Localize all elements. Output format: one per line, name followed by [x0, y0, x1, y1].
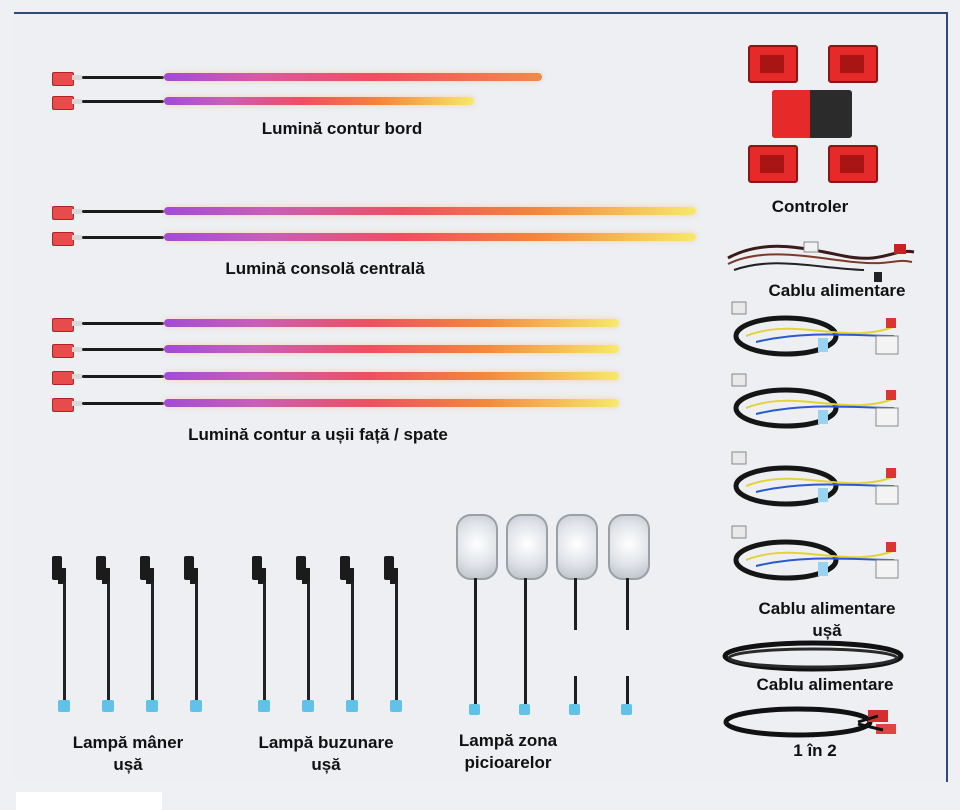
controller-icon	[748, 145, 798, 183]
led-strip-icon	[164, 372, 619, 380]
foot-lamp-icon	[506, 514, 548, 580]
corner-tab	[16, 792, 162, 810]
dash-strip-2	[52, 92, 482, 112]
product-panel	[14, 12, 948, 782]
console-strip-2	[52, 228, 702, 248]
door-strip-4	[52, 394, 632, 414]
strip-connector-icon	[52, 206, 74, 220]
strip-connector-icon	[52, 318, 74, 332]
coiled-cable-icon	[722, 640, 904, 672]
handle-lamp-icon	[96, 556, 120, 716]
label-handle-lamp: Lampă mâner ușă	[72, 733, 184, 774]
handle-lamp-icon	[184, 556, 208, 716]
door-strip-3	[52, 367, 632, 387]
dash-strip-1	[52, 68, 552, 88]
pocket-lamp-icon	[340, 556, 364, 716]
pocket-lamp-icon	[296, 556, 320, 716]
label-one-in-two: 1 în 2	[793, 741, 837, 760]
console-strip-1	[52, 202, 702, 222]
label-pocket-lamp: Lampă buzunare ușă	[258, 733, 394, 774]
door-strip-1	[52, 314, 632, 334]
splitter-cable-icon	[723, 706, 896, 738]
led-strip-icon	[164, 233, 696, 241]
label-console: Lumină consolă centrală	[225, 259, 425, 278]
strip-connector-icon	[52, 371, 74, 385]
foot-lamp-icon	[608, 514, 650, 580]
wire-harness-icon	[731, 373, 899, 429]
handle-lamp-icon	[52, 556, 76, 716]
label-door-power-cable: Cablu alimentare ușă	[758, 599, 896, 640]
wire-harness-icon	[731, 451, 899, 507]
controller-icon	[748, 45, 798, 83]
label-foot-lamp: Lampă zona picioarelor	[458, 731, 558, 772]
led-strip-icon	[164, 97, 474, 105]
label-door: Lumină contur a ușii față / spate	[188, 425, 448, 444]
wire-harness-icon	[727, 241, 915, 282]
label-dash: Lumină contur bord	[261, 119, 423, 138]
controller-icon	[828, 45, 878, 83]
foot-lamp-icon	[456, 514, 498, 580]
handle-lamp-icon	[140, 556, 164, 716]
label-power-cable: Cablu alimentare	[768, 281, 906, 300]
wire-harness-icon	[731, 301, 899, 357]
wire-harness-icon	[731, 525, 899, 581]
strip-connector-icon	[52, 72, 74, 86]
controller-main-icon	[772, 90, 852, 138]
controller-icon	[828, 145, 878, 183]
led-strip-icon	[164, 399, 619, 407]
led-strip-icon	[164, 345, 619, 353]
led-strip-icon	[164, 73, 542, 81]
door-strip-2	[52, 340, 632, 360]
foot-lamp-icon	[556, 514, 598, 580]
pocket-lamp-icon	[384, 556, 408, 716]
label-controller: Controler	[771, 197, 849, 216]
led-strip-icon	[164, 319, 619, 327]
pocket-lamp-icon	[252, 556, 276, 716]
strip-connector-icon	[52, 96, 74, 110]
led-strip-icon	[164, 207, 696, 215]
strip-connector-icon	[52, 398, 74, 412]
label-power-cable-2: Cablu alimentare	[756, 675, 894, 694]
strip-connector-icon	[52, 344, 74, 358]
strip-connector-icon	[52, 232, 74, 246]
